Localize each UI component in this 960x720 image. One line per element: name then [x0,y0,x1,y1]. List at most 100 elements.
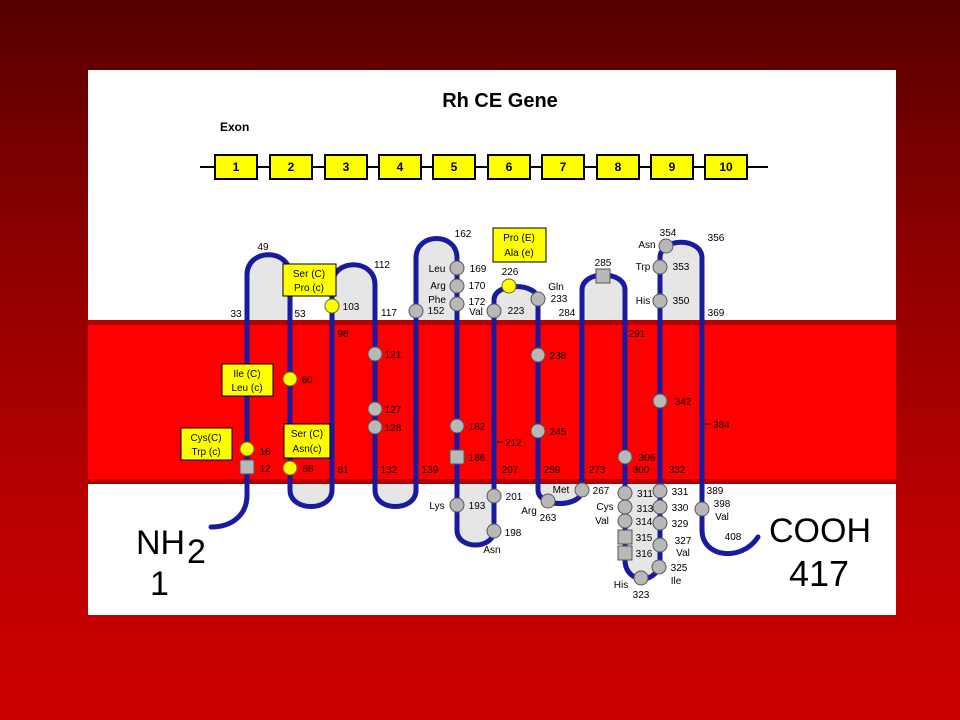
extracellular-loop-4 [494,286,538,322]
substitution-16-top: Cys(C) [190,433,221,444]
residue-number-139: 139 [422,465,439,476]
residue-marker-311 [617,485,633,501]
n-terminus: NH 2 1 [136,524,206,603]
residue-marker-330 [652,499,668,515]
residue-marker-127 [367,401,383,417]
residue-number-389: 389 [707,486,724,497]
polymorphism-marker-103 [324,298,340,314]
residue-marker-182 [449,418,465,434]
residue-marker-152 [408,303,424,319]
n-terminus-subscript: 2 [187,533,206,571]
exon-box-7 [541,154,585,180]
residue-number-117: 117 [381,308,397,319]
amino-acid-gln-233: Gln [548,282,564,293]
amino-acid-leu-169: Leu [429,264,446,275]
residue-number-273: 273 [589,465,606,476]
residue-number-68: 68 [302,464,314,475]
residue-number-112: 112 [374,260,390,271]
polymorphism-marker-226 [501,278,517,294]
exon-box-3 [324,154,368,180]
residue-marker-128 [367,419,383,435]
residue-number-300: 300 [633,465,650,476]
amino-acid-met-267: Met [553,485,570,496]
residue-marker-172 [449,296,465,312]
residue-marker-331 [652,483,668,499]
residue-number-186: 186 [469,453,486,464]
residue-square-315 [617,529,633,545]
residue-number-16: 16 [259,447,271,458]
residue-number-121: 121 [385,350,402,361]
polymorphism-marker-16 [239,441,255,457]
residue-marker-314 [617,513,633,529]
amino-acid-val-327: Val [676,548,690,559]
intracellular-loop-5 [625,482,660,579]
extracellular-loop-1 [247,254,290,322]
residue-square-12 [239,459,255,475]
residue-marker-198 [486,523,502,539]
polymorphism-marker-60 [282,371,298,387]
residue-number-182: 182 [469,422,486,433]
amino-acid-cys-313: Cys [596,502,613,513]
residue-number-369: 369 [708,308,725,319]
residue-number-384: 384 [713,420,730,431]
extracellular-loop-6 [660,242,702,322]
residue-number-238: 238 [550,351,567,362]
residue-marker-306 [617,449,633,465]
residue-number-408: 408 [725,532,742,543]
amino-acid-asn-198: Asn [483,545,500,556]
exon-box-9 [650,154,694,180]
residue-number-330: 330 [672,503,689,514]
residue-marker-263 [540,493,556,509]
residue-number-311: 311 [637,489,653,500]
residue-marker-327 [652,537,668,553]
residue-marker-342 [652,393,668,409]
residue-marker-325 [651,559,667,575]
residue-marker-398 [694,501,710,517]
amino-acid-trp-353: Trp [636,262,651,273]
exon-number-9: 9 [669,160,676,174]
polymorphism-markers [239,278,517,476]
residue-number-49: 49 [257,242,269,253]
residue-number-226: 226 [502,267,519,278]
residue-number-327: 327 [675,536,692,547]
c-terminus: COOH 417 [769,512,871,594]
n-terminus-label: NH [136,524,185,562]
residue-number-245: 245 [550,427,567,438]
exon-box-4 [378,154,422,180]
residue-number-132: 132 [381,465,398,476]
diagram-title: Rh CE Gene [442,90,558,112]
residue-number-193: 193 [469,501,486,512]
residue-number-198: 198 [505,528,522,539]
residue-marker-245 [530,423,546,439]
exon-box-1 [214,154,258,180]
exon-number-1: 1 [233,160,240,174]
exon-box-2 [269,154,313,180]
residue-square-186 [449,449,465,465]
amino-acid-labels: Leu Arg Phe Val Gln Asn Trp His Lys Asn … [428,240,729,591]
residue-number-315: 315 [636,533,653,544]
residue-number-98: 98 [337,329,349,340]
residue-number-201: 201 [506,492,523,503]
substitution-box-103 [282,263,337,297]
substitution-box-68 [283,423,331,459]
exon-number-7: 7 [560,160,567,174]
residue-number-284: 284 [559,308,576,319]
residue-marker-169 [449,260,465,276]
residue-number-267: 267 [593,486,610,497]
exon-number-10: 10 [719,160,733,174]
amino-acid-lys-193: Lys [429,501,444,512]
substitution-226-top: Pro (E) [503,233,535,244]
residue-marker-170 [449,278,465,294]
n-terminus-residue: 1 [150,565,169,603]
residue-number-285: 285 [595,258,612,269]
residue-number-233: 233 [551,294,568,305]
amino-acid-arg-170: Arg [430,281,446,292]
amino-acid-arg-263: Arg [521,506,537,517]
exon-box-6 [487,154,531,180]
residue-number-263: 263 [540,513,557,524]
residue-number-313: 313 [637,504,654,515]
residue-number-152: 152 [428,306,445,317]
substitution-60-top: Ile (C) [233,369,260,380]
residue-number-128: 128 [385,423,402,434]
